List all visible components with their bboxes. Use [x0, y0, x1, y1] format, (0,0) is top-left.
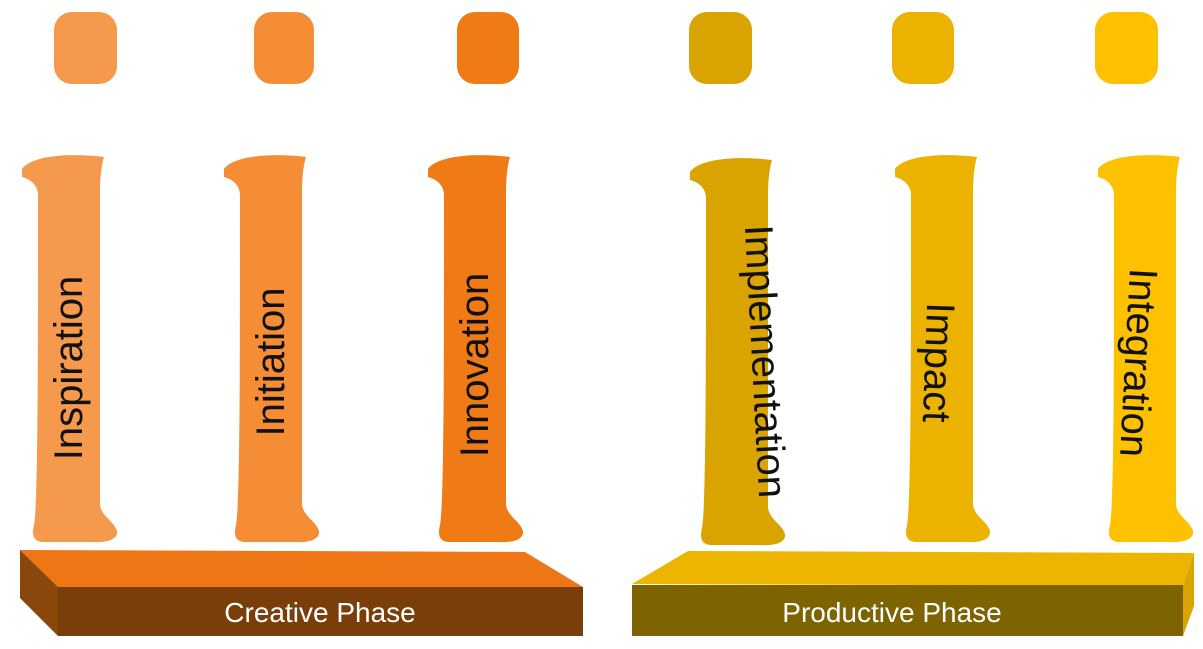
pillar-dot — [54, 12, 117, 84]
pillar-label-innovation: Innovation — [453, 273, 497, 458]
pillar-label-initiation: Initiation — [249, 288, 293, 437]
pillar-dot — [1095, 12, 1158, 84]
pillar-dot — [457, 12, 519, 84]
pillar-initiation — [224, 12, 320, 543]
base-side-face — [20, 550, 58, 636]
pillar-dot — [689, 12, 752, 84]
pillar-dot — [892, 12, 954, 84]
pillar-integration — [1095, 12, 1194, 543]
pillar-implementation — [689, 12, 786, 546]
creative-phase-label: Creative Phase — [224, 597, 415, 628]
pillar-dot — [254, 12, 314, 84]
pillar-inspiration — [22, 12, 118, 543]
productive-phase-base: Productive Phase — [632, 551, 1194, 636]
pillar-impact — [892, 12, 991, 543]
base-front-face — [632, 585, 1183, 636]
base-top-face — [20, 550, 583, 587]
pillar-label-integration: Integration — [1111, 267, 1165, 458]
base-side-face — [1183, 553, 1194, 636]
productive-phase-label: Productive Phase — [782, 597, 1001, 628]
base-top-face — [632, 551, 1194, 586]
base-front-face — [58, 587, 583, 636]
pillar-innovation — [428, 12, 524, 543]
creative-phase-base: Creative Phase — [20, 550, 583, 636]
pillar-label-impact: Impact — [914, 302, 962, 424]
pillar-label-inspiration: Inspiration — [47, 276, 91, 461]
